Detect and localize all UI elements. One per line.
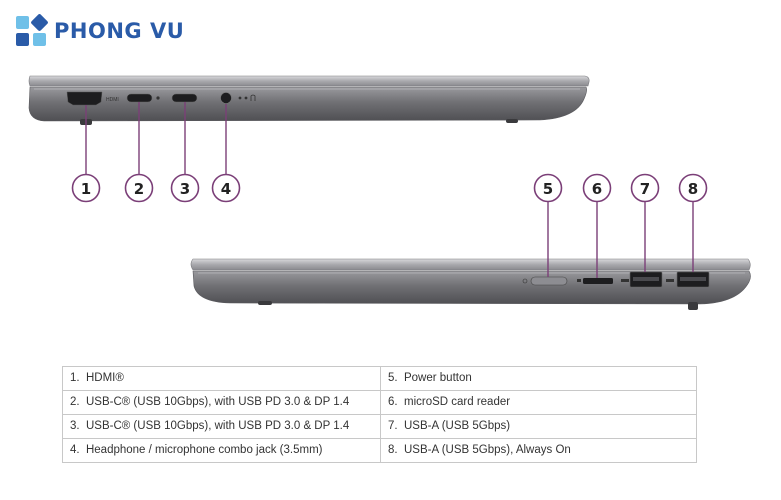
callout-5: 5 <box>533 173 563 203</box>
callout-1-label: 1 <box>81 180 91 198</box>
callout-2-label: 2 <box>134 180 144 198</box>
audio-jack-icon <box>220 92 232 104</box>
legend-number: 3. <box>70 420 80 432</box>
callout-8: 8 <box>678 173 708 203</box>
usb-c-port-1-icon <box>126 93 153 103</box>
laptop-left-side: HDMI <box>28 75 590 125</box>
legend-text: Power button <box>403 372 472 384</box>
legend-cell-right: 6. microSD card reader <box>380 390 697 415</box>
callout-8-label: 8 <box>688 180 698 198</box>
usb-c-port-2-icon <box>171 93 198 103</box>
callout-1: 1 <box>71 173 101 203</box>
legend-cell-right: 8. USB-A (USB 5Gbps), Always On <box>380 438 697 463</box>
legend-text: USB-C® (USB 10Gbps), with USB PD 3.0 & D… <box>85 396 350 408</box>
legend-text: HDMI® <box>85 372 124 384</box>
legend-number: 7. <box>388 420 398 432</box>
legend-cell-left: 4. Headphone / microphone combo jack (3.… <box>62 438 381 463</box>
brand-name: PHONG VU <box>54 19 185 43</box>
legend-row: 3. USB-C® (USB 10Gbps), with USB PD 3.0 … <box>62 414 697 439</box>
legend-number: 5. <box>388 372 398 384</box>
legend-cell-right: 7. USB-A (USB 5Gbps) <box>380 414 697 439</box>
ports-legend-table: 1. HDMI® 5. Power button 2. USB-C® (USB … <box>62 366 697 463</box>
legend-row: 1. HDMI® 5. Power button <box>62 366 697 391</box>
callout-4-label: 4 <box>221 180 231 198</box>
callout-leader-lines <box>85 102 694 278</box>
laptop-right-side <box>190 258 751 310</box>
legend-cell-right: 5. Power button <box>380 366 697 391</box>
legend-cell-left: 2. USB-C® (USB 10Gbps), with USB PD 3.0 … <box>62 390 381 415</box>
laptop-ports-diagram: HDMI <box>28 75 751 310</box>
callout-3-label: 3 <box>180 180 190 198</box>
legend-number: 8. <box>388 444 398 456</box>
legend-cell-left: 3. USB-C® (USB 10Gbps), with USB PD 3.0 … <box>62 414 381 439</box>
power-button-icon <box>530 276 568 286</box>
callout-6-label: 6 <box>592 180 602 198</box>
microsd-slot-icon <box>583 278 613 284</box>
legend-cell-left: 1. HDMI® <box>62 366 381 391</box>
legend-text: USB-A (USB 5Gbps), Always On <box>403 444 571 456</box>
legend-text: USB-A (USB 5Gbps) <box>403 420 511 432</box>
brand-logo: PHONG VU <box>14 14 184 48</box>
legend-number: 1. <box>70 372 80 384</box>
callout-5-label: 5 <box>543 180 553 198</box>
legend-row: 2. USB-C® (USB 10Gbps), with USB PD 3.0 … <box>62 390 697 415</box>
legend-text: Headphone / microphone combo jack (3.5mm… <box>85 444 323 456</box>
callouts: 1 2 3 4 5 6 7 8 <box>71 173 708 203</box>
callout-7-label: 7 <box>640 180 650 198</box>
callout-6: 6 <box>582 173 612 203</box>
callout-4: 4 <box>211 173 241 203</box>
phong-vu-logo-icon <box>16 14 48 46</box>
callout-7: 7 <box>630 173 660 203</box>
legend-text: microSD card reader <box>403 396 511 408</box>
legend-text: USB-C® (USB 10Gbps), with USB PD 3.0 & D… <box>85 420 350 432</box>
hdmi-port-icon <box>66 91 103 106</box>
callout-2: 2 <box>124 173 154 203</box>
legend-number: 6. <box>388 396 398 408</box>
legend-number: 2. <box>70 396 80 408</box>
legend-row: 4. Headphone / microphone combo jack (3.… <box>62 438 697 463</box>
callout-3: 3 <box>170 173 200 203</box>
hdmi-port-label: HDMI <box>106 97 119 103</box>
legend-number: 4. <box>70 444 80 456</box>
